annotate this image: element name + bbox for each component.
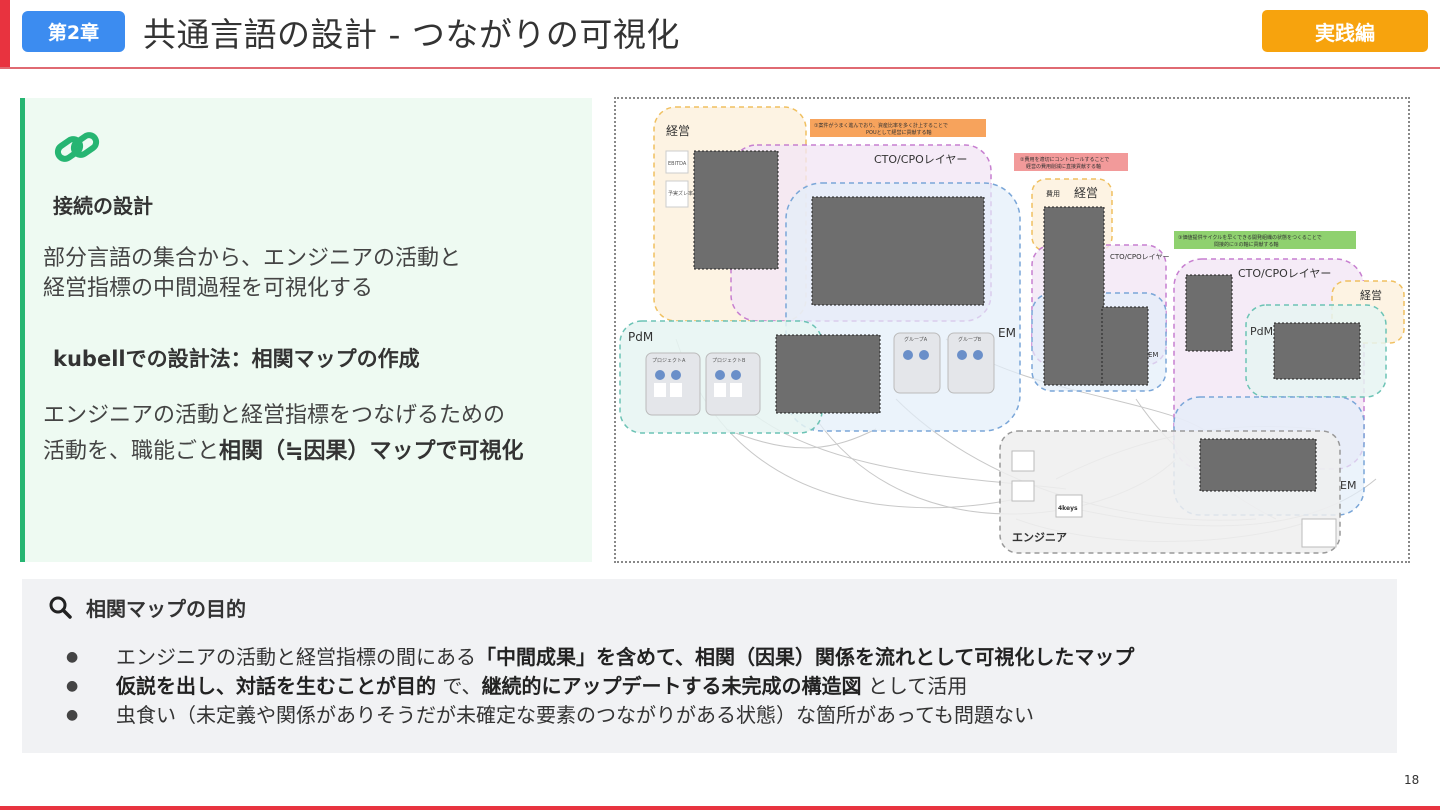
chapter-badge: 第2章 bbox=[22, 11, 125, 52]
purpose-title: 相関マップの目的 bbox=[86, 597, 246, 621]
purpose-item-2-bold-1: 仮説を出し、対話を生むことが目的 bbox=[116, 674, 436, 698]
note-2 bbox=[1014, 153, 1128, 171]
correlation-map-diagram: 経営 EBITDA 予実ズレ率 CTO/CPOレイヤー EM PdM プロジェク… bbox=[619, 106, 1405, 554]
redacted-block bbox=[1185, 274, 1233, 352]
redacted-block bbox=[1043, 206, 1105, 386]
note-3-line-1: ③価値提供サイクルを早くできる開発組織の状態をつくることで bbox=[1178, 234, 1322, 241]
connection-design-panel: 接続の設計 部分言語の集合から、エンジニアの活動と 経営指標の中間過程を可視化す… bbox=[20, 98, 592, 562]
practice-badge: 実践編 bbox=[1262, 10, 1428, 52]
note-2-line-1: ②費用を適切にコントロールすることで bbox=[1020, 156, 1109, 163]
cto-label-1: CTO/CPOレイヤー bbox=[874, 153, 967, 166]
keiei-label-2: 経営 bbox=[1074, 186, 1098, 200]
pdm-label-1: PdM bbox=[628, 330, 653, 344]
desc-line-1: 部分言語の集合から、エンジニアの活動と bbox=[43, 246, 462, 271]
project-a-label: プロジェクトA bbox=[652, 358, 686, 364]
correlation-map: 経営 EBITDA 予実ズレ率 CTO/CPOレイヤー EM PdM プロジェク… bbox=[614, 97, 1410, 563]
note-1-line-1: ①案件がうまく進んでおり、資産比率を多く計上することで bbox=[814, 122, 948, 129]
desc-line-2: 経営指標の中間過程を可視化する bbox=[43, 276, 374, 301]
em-label-3: EM bbox=[1340, 479, 1356, 492]
cto-label-3: CTO/CPOレイヤー bbox=[1238, 267, 1331, 280]
note-2-line-2: 経営の費用削減に直接貢献する軸 bbox=[1026, 163, 1101, 170]
redacted-block bbox=[775, 334, 881, 414]
yoji-label: 予実ズレ率 bbox=[668, 190, 693, 197]
purpose-item-1: エンジニアの活動と経営指標の間にある「中間成果」を含めて、相関（因果）関係を流れ… bbox=[62, 643, 1134, 672]
note-1 bbox=[810, 119, 986, 137]
purpose-item-1-bold: 「中間成果」を含めて、相関（因果）関係を流れとして可視化したマップ bbox=[476, 645, 1135, 669]
group-a-label: グループA bbox=[904, 336, 928, 343]
header-accent-bar bbox=[0, 0, 10, 68]
cto-label-2: CTO/CPOレイヤー bbox=[1110, 253, 1169, 261]
note-3 bbox=[1174, 231, 1356, 249]
purpose-item-1-text: エンジニアの活動と経営指標の間にある bbox=[116, 645, 476, 669]
ebitda-label: EBITDA bbox=[668, 161, 687, 167]
note-3-line-2: 間接的に①の軸に貢献する軸 bbox=[1214, 241, 1278, 248]
cost-label: 費用 bbox=[1046, 189, 1060, 198]
footer-accent-bar bbox=[0, 806, 1440, 810]
page-number: 18 bbox=[1404, 773, 1420, 787]
header-divider bbox=[0, 67, 1440, 69]
keiei-label-1: 経営 bbox=[666, 124, 690, 138]
method-subtitle: kubellでの設計法：相関マップの作成 bbox=[53, 347, 420, 371]
purpose-item-2-suffix: として活用 bbox=[861, 674, 968, 698]
redacted-block bbox=[811, 196, 985, 306]
section-title: 接続の設計 bbox=[53, 194, 153, 218]
fourkeys-label: 4keys bbox=[1058, 505, 1078, 512]
purpose-list: エンジニアの活動と経営指標の間にある「中間成果」を含めて、相関（因果）関係を流れ… bbox=[62, 643, 1134, 730]
purpose-item-3: 虫食い（未定義や関係がありそうだが未確定な要素のつながりがある状態）な箇所があっ… bbox=[62, 701, 1134, 730]
em-label-1: EM bbox=[998, 326, 1016, 340]
redacted-block bbox=[1101, 306, 1149, 386]
method-description: エンジニアの活動と経営指標をつなげるための 活動を、職能ごと相関（≒因果）マップ… bbox=[43, 398, 588, 470]
method-desc-bold: 相関（≒因果）マップで可視化 bbox=[219, 439, 524, 464]
purpose-item-2-mid: で、 bbox=[436, 674, 482, 698]
redacted-block bbox=[1273, 322, 1361, 380]
method-desc-prefix: 活動を、職能ごと bbox=[43, 439, 220, 464]
group-b-label: グループB bbox=[958, 336, 982, 343]
engineer-label: エンジニア bbox=[1012, 531, 1067, 544]
em-label-2: EM bbox=[1148, 351, 1158, 359]
keiei-label-3: 経営 bbox=[1360, 288, 1382, 302]
method-desc-line-2: 活動を、職能ごと相関（≒因果）マップで可視化 bbox=[43, 434, 588, 470]
project-b-label: プロジェクトB bbox=[712, 358, 746, 364]
redacted-block bbox=[693, 150, 779, 270]
note-1-line-2: POUとして経営に貢献する軸 bbox=[866, 129, 931, 136]
pdm-label-3: PdM bbox=[1250, 325, 1273, 338]
purpose-item-3-text: 虫食い（未定義や関係がありそうだが未確定な要素のつながりがある状態）な箇所があっ… bbox=[116, 703, 1034, 727]
method-desc-line-1: エンジニアの活動と経営指標をつなげるための bbox=[43, 403, 506, 428]
purpose-item-2: 仮説を出し、対話を生むことが目的 で、継続的にアップデートする未完成の構造図 と… bbox=[62, 672, 1134, 701]
purpose-panel: 相関マップの目的 エンジニアの活動と経営指標の間にある「中間成果」を含めて、相関… bbox=[22, 579, 1397, 753]
purpose-item-2-bold-2: 継続的にアップデートする未完成の構造図 bbox=[481, 674, 862, 698]
link-icon bbox=[54, 132, 100, 162]
page-title: 共通言語の設計 - つながりの可視化 bbox=[143, 15, 680, 54]
section-description: 部分言語の集合から、エンジニアの活動と 経営指標の中間過程を可視化する bbox=[43, 244, 583, 304]
redacted-block bbox=[1199, 438, 1317, 492]
search-icon bbox=[49, 596, 72, 619]
